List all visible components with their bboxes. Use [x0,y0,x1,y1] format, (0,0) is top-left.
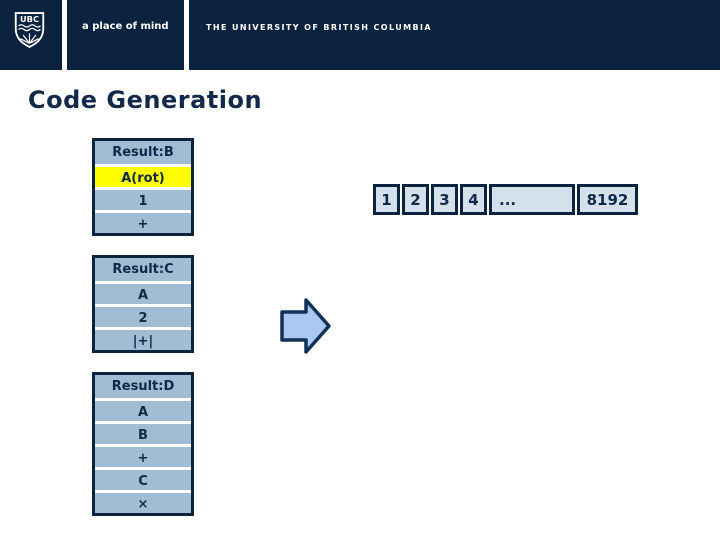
stack-result-d: Result:D A B + C × [92,372,194,516]
stack-row: A [95,281,191,304]
stack-row: + [95,444,191,467]
stack-row: 1 [95,187,191,210]
svg-text:UBC: UBC [20,14,39,24]
page-title: Code Generation [28,86,263,114]
stack-header-result-b: Result:B [95,141,191,164]
array-cell: 4 [460,184,487,215]
array-cell: 3 [431,184,458,215]
ubc-crest-icon: UBC [14,12,45,48]
array-cell-ellipsis: ... [489,184,575,215]
stack-row: |+| [95,327,191,350]
right-arrow-icon [280,298,331,354]
array-cell-last: 8192 [577,184,638,215]
brand-tagline: a place of mind [82,21,169,32]
stack-result-b: Result:B A(rot) 1 + [92,138,194,236]
stack-row-highlighted: A(rot) [95,164,191,187]
ubc-logo-block: UBC [0,0,62,70]
stack-row: C [95,467,191,490]
tagline-block: a place of mind [67,0,184,70]
stack-result-c: Result:C A 2 |+| [92,255,194,353]
stack-row: + [95,210,191,233]
stack-row: A [95,398,191,421]
array-cell: 2 [402,184,429,215]
stack-header-result-d: Result:D [95,375,191,398]
memory-array: 1 2 3 4 ... 8192 [373,184,638,215]
university-block: THE UNIVERSITY OF BRITISH COLUMBIA [189,0,720,70]
stack-row: B [95,421,191,444]
university-name: THE UNIVERSITY OF BRITISH COLUMBIA [206,23,432,32]
array-cell: 1 [373,184,400,215]
slide-header: UBC a place of mind THE UNIVERSITY OF BR… [0,0,720,70]
stack-header-result-c: Result:C [95,258,191,281]
stack-row: × [95,490,191,513]
stack-row: 2 [95,304,191,327]
